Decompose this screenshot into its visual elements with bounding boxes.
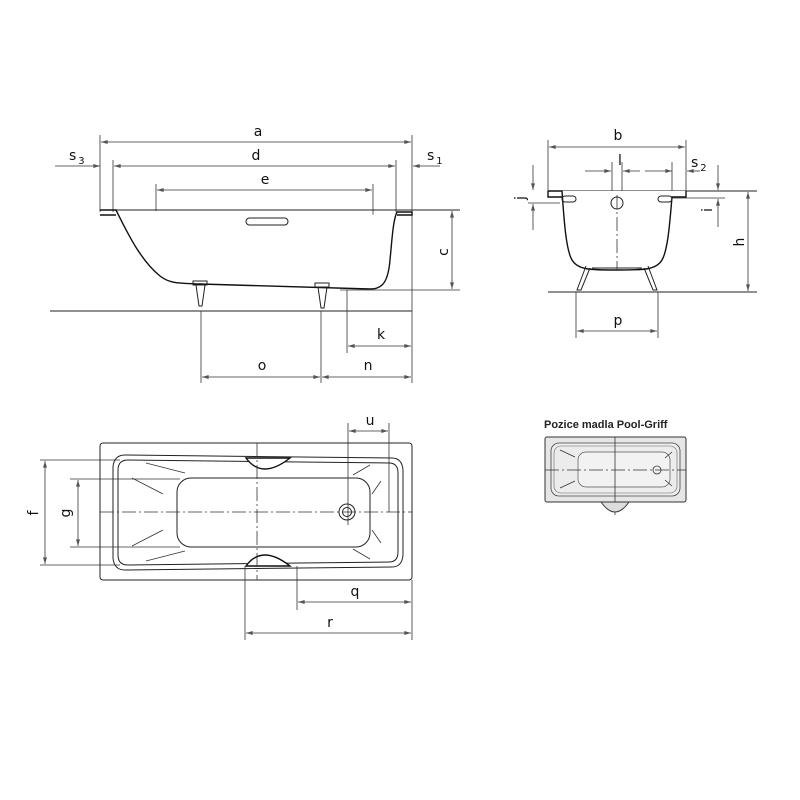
foot-right — [314, 282, 330, 309]
dimension-j: j — [513, 165, 535, 230]
dimension-o: o — [202, 358, 321, 379]
tub-outline — [99, 442, 413, 581]
label-e: e — [261, 172, 270, 188]
dimension-h: h — [732, 192, 750, 292]
label-h: h — [732, 238, 748, 247]
feet — [576, 265, 658, 291]
dimension-a: a — [100, 124, 412, 144]
inset-caption: Pozice madla Pool-Griff — [544, 419, 668, 431]
dimension-r: r — [244, 566, 412, 640]
label-k: k — [377, 327, 386, 343]
tub-profile — [100, 209, 413, 290]
dimension-q: q — [296, 566, 412, 610]
label-d: d — [252, 148, 261, 164]
label-r: r — [327, 615, 333, 631]
top-view: f g u q r — [26, 413, 413, 640]
dimension-b: b — [549, 128, 685, 149]
dimension-g: g — [58, 478, 180, 548]
label-f: f — [26, 509, 42, 515]
handle-bottom — [244, 554, 293, 567]
label-o: o — [258, 358, 267, 374]
label-n: n — [364, 358, 373, 374]
foot-left — [192, 280, 208, 307]
label-q: q — [351, 584, 360, 600]
dimension-p: p — [577, 313, 657, 333]
label-b: b — [614, 128, 623, 144]
dimension-e: e — [157, 172, 373, 192]
label-l: l — [618, 153, 622, 169]
handle-left — [561, 195, 577, 203]
drain-inner — [342, 507, 352, 517]
handle-top — [244, 457, 293, 470]
dimension-i: i — [700, 165, 720, 227]
dimension-n: n — [321, 358, 412, 379]
label-u: u — [366, 413, 375, 429]
handle-right — [657, 195, 673, 203]
pool-griff-inset: Pozice madla Pool-Griff — [544, 419, 687, 515]
label-a: a — [254, 124, 263, 140]
dimension-k: k — [346, 290, 412, 353]
label-c: c — [436, 248, 452, 256]
label-i: i — [700, 208, 716, 212]
label-j: j — [513, 196, 529, 201]
label-g: g — [58, 509, 74, 518]
dimension-u: u — [347, 413, 390, 525]
bath-bottom — [176, 477, 371, 548]
drain-outer — [338, 503, 356, 521]
label-p: p — [614, 313, 623, 329]
dimension-f: f — [26, 459, 120, 566]
pool-griff-handle — [600, 501, 630, 513]
pool-griff-handle — [245, 217, 289, 226]
dimension-c: c — [436, 211, 454, 290]
